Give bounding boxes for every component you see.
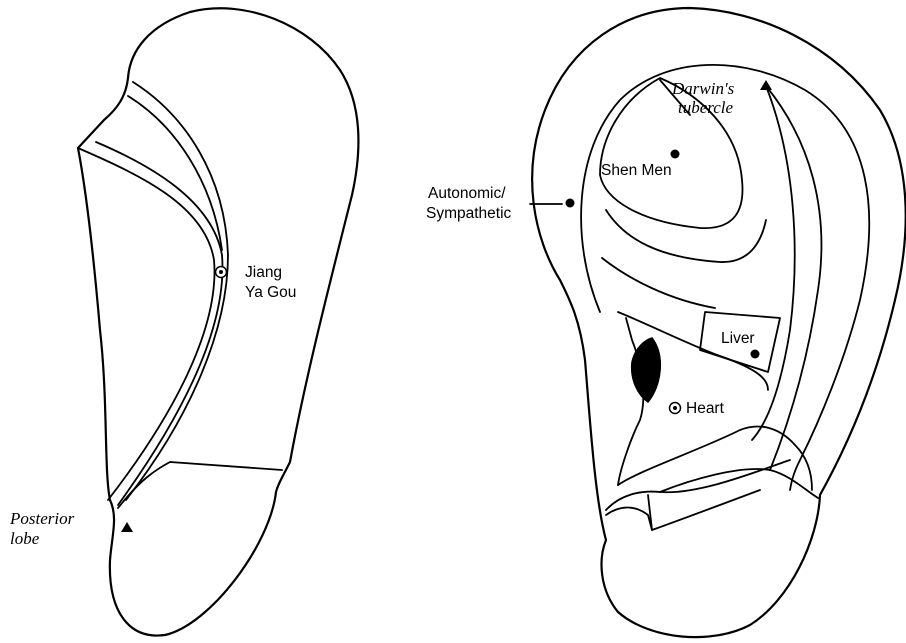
jiang-ya-gou-marker-center [219,270,223,274]
anterior-ear-view: Darwin's tubercle Shen Men Autonomic/ Sy… [426,8,906,637]
anterior-helix-inner-edge [581,65,869,490]
autonomic-sympathetic-label-line-2: Sympathetic [426,205,512,222]
concha-inner-curve [618,318,643,485]
darwins-tubercle-label-line-1: Darwin's [671,79,735,98]
anterior-antihelix-crus [752,86,795,440]
liver-label: Liver [721,330,755,347]
darwins-tubercle-label-line-2: tubercle [678,98,734,117]
jiang-ya-gou-label-line-2: Ya Gou [245,284,296,301]
posterior-lobe-label-line-2: lobe [10,529,40,548]
antihelix-lower-curve-1 [606,210,766,262]
shen-men-marker [671,150,680,159]
lobe-section-2 [648,490,760,530]
intertragic-notch [606,460,790,510]
darwins-tubercle-point: Darwin's tubercle [671,79,772,117]
autonomic-sympathetic-point: Autonomic/ Sympathetic [426,185,575,222]
posterior-lobe-label-line-1: Posterior [9,509,75,528]
lobe-section-1 [606,508,652,531]
heart-label: Heart [686,400,725,417]
antihelix-lower-curve-2 [602,258,715,308]
shen-men-point: Shen Men [601,150,680,180]
posterior-ear-view: Jiang Ya Gou Posterior lobe [9,8,358,635]
posterior-helix-curve-2 [96,142,222,505]
heart-point: Heart [670,400,725,417]
shen-men-label: Shen Men [601,162,672,179]
autonomic-sympathetic-label-line-1: Autonomic/ [428,185,506,202]
ear-canal-shading [632,338,661,402]
posterior-helix-curve-3 [128,96,222,250]
liver-marker [751,350,760,359]
heart-marker-center [673,406,677,410]
jiang-ya-gou-label-line-1: Jiang [245,264,282,281]
liver-point: Liver [721,330,760,359]
autonomic-sympathetic-marker [566,199,575,208]
darwins-tubercle-marker [760,80,772,90]
posterior-lobe-marker [121,522,133,532]
